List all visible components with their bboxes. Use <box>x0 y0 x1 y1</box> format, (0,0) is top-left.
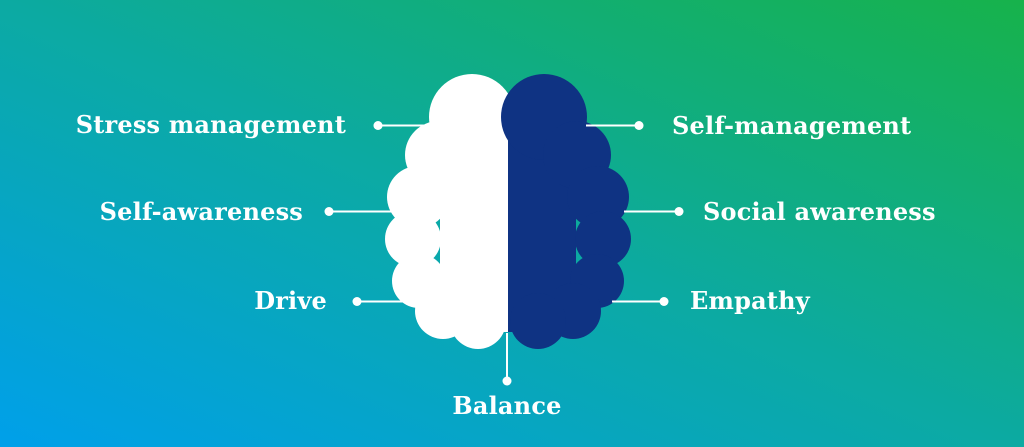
connector-lines <box>332 124 675 377</box>
connector-dot-self-awareness <box>324 207 334 216</box>
label-balance: Balance <box>452 391 562 420</box>
label-empathy: Empathy <box>690 286 810 315</box>
connector-dot-social-awareness <box>674 207 684 216</box>
connector-dot-self-management <box>634 121 644 130</box>
connector-dot-balance <box>502 376 512 386</box>
label-self-management: Self-management <box>672 111 912 140</box>
connector-dot-drive <box>352 297 362 306</box>
label-self-awareness: Self-awareness <box>99 197 303 226</box>
connector-dot-stress-management <box>373 121 383 130</box>
connector-dots <box>324 121 684 386</box>
brain-left-hemisphere-icon <box>385 74 515 349</box>
label-social-awareness: Social awareness <box>703 197 936 226</box>
label-drive: Drive <box>254 286 327 315</box>
connector-dot-empathy <box>659 297 669 306</box>
label-stress-management: Stress management <box>75 110 346 139</box>
brain-right-hemisphere-icon <box>501 74 631 349</box>
